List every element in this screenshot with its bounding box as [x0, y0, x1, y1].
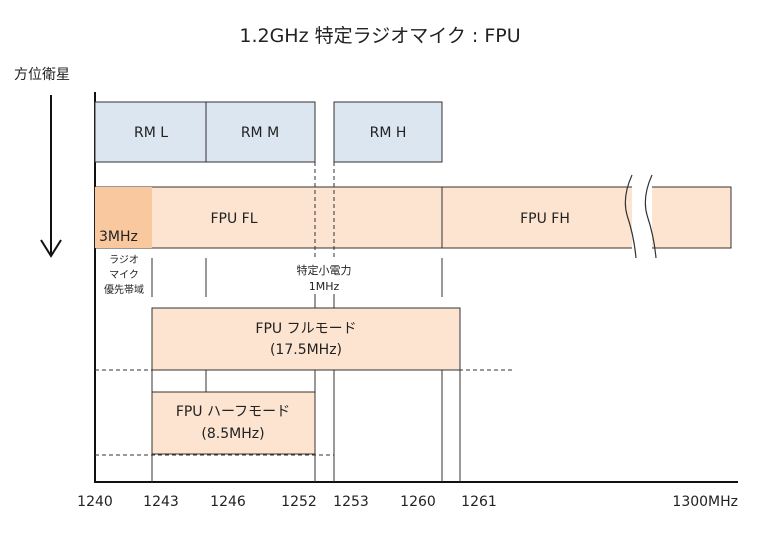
axis-label: 方位衛星	[14, 67, 70, 83]
tick-label: 1243	[143, 494, 179, 510]
half-mode-label-1: FPU ハーフモード	[176, 404, 290, 420]
fpu-row-band	[94, 186, 732, 249]
tick-label: 1246	[210, 494, 246, 510]
rm-l-band	[94, 101, 207, 163]
svg-text:特定小電力: 特定小電力	[297, 263, 352, 277]
priority-band-label: 3MHz	[99, 229, 138, 245]
break-mark-right	[644, 174, 657, 259]
tick-label: 1240	[77, 494, 113, 510]
axis-break-gap	[632, 175, 652, 260]
svg-text:ラジオ: ラジオ	[109, 254, 139, 266]
low-power-note: 特定小電力 1MHz	[284, 258, 364, 294]
fpu-fh-label: FPU FH	[520, 211, 570, 227]
half-mode-label-2: (8.5MHz)	[201, 426, 264, 442]
tick-label: 1260	[400, 494, 436, 510]
tick-label: 1300MHz	[672, 494, 738, 510]
rm-h-label: RM H	[370, 125, 407, 141]
tick-label: 1252	[281, 494, 317, 510]
down-arrow-icon	[40, 95, 62, 258]
priority-band	[95, 187, 152, 248]
priority-note: ラジオ マイク 優先帯域	[104, 254, 144, 296]
rm-h-band	[333, 101, 443, 163]
fpu-fl-label: FPU FL	[210, 211, 257, 227]
svg-text:マイク: マイク	[109, 269, 139, 281]
rm-l-label: RM L	[134, 125, 168, 141]
full-mode-label-2: (17.5MHz)	[270, 342, 342, 358]
tick-label: 1261	[461, 494, 497, 510]
svg-text:優先帯域: 優先帯域	[104, 283, 144, 296]
full-mode-label-1: FPU フルモード	[255, 321, 356, 337]
rm-m-band	[205, 101, 316, 163]
svg-text:1MHz: 1MHz	[309, 280, 340, 293]
tick-label: 1253	[333, 494, 369, 510]
diagram-title: 1.2GHz 特定ラジオマイク : FPU	[239, 25, 520, 47]
half-mode-band	[151, 391, 316, 455]
full-mode-band	[151, 307, 461, 371]
break-mark-left	[624, 174, 637, 259]
rm-m-label: RM M	[241, 125, 279, 141]
